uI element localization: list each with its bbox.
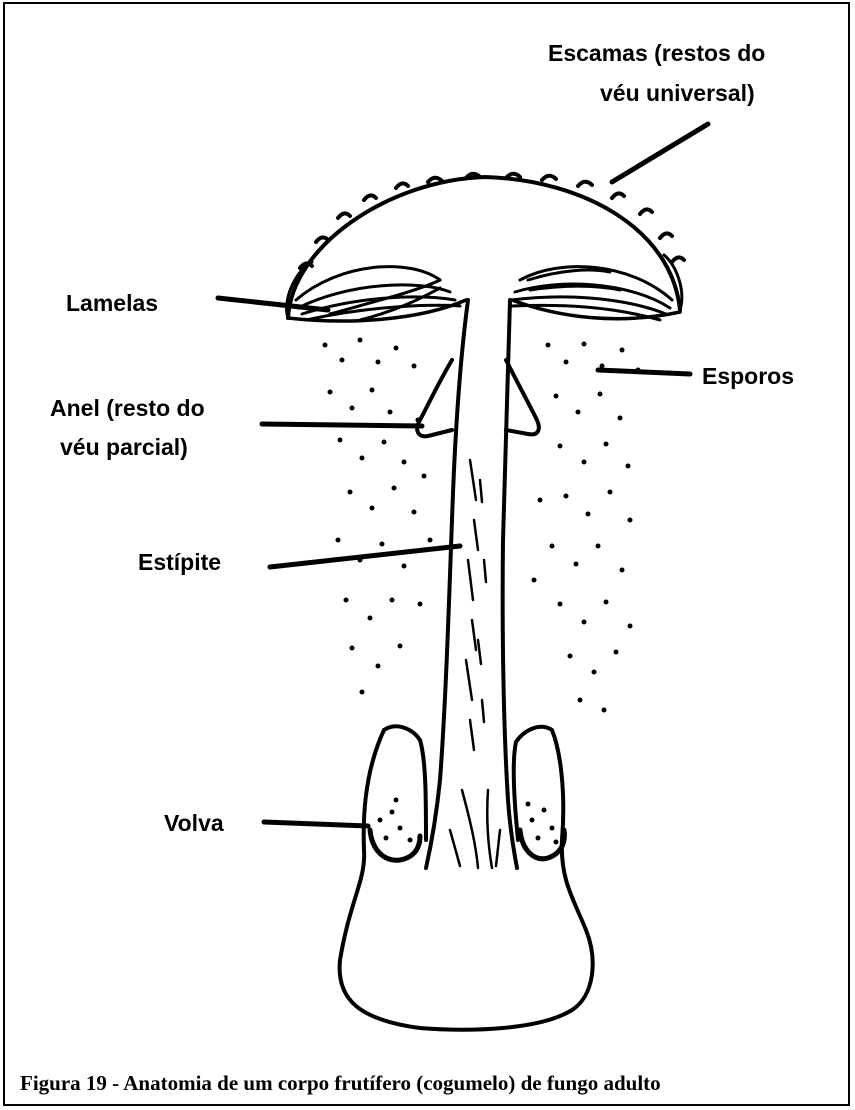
leader-escamas <box>612 124 708 182</box>
label-anel-line1: Anel (resto do <box>50 393 205 423</box>
leader-lamelas <box>218 298 328 310</box>
volva-inner-right <box>520 830 564 859</box>
volva-outline <box>340 726 593 1029</box>
label-esporos: Esporos <box>702 361 794 391</box>
label-escamas-line2: véu universal) <box>600 78 755 108</box>
label-lamelas: Lamelas <box>66 288 158 318</box>
mushroom-cap <box>288 177 680 318</box>
figure-caption: Figura 19 - Anatomia de um corpo frutífe… <box>20 1070 661 1096</box>
leader-estipite <box>270 546 460 567</box>
label-escamas-line1: Escamas (restos do <box>548 38 765 68</box>
right-gills <box>512 267 672 320</box>
volva-inner-left <box>370 830 420 860</box>
leader-volva <box>264 822 368 826</box>
label-anel-line2: véu parcial) <box>60 432 188 462</box>
label-volva: Volva <box>164 808 224 838</box>
leader-anel <box>262 424 422 426</box>
ring-right <box>506 360 539 434</box>
stipe-left-edge <box>426 300 468 868</box>
volva-stipple <box>378 798 559 845</box>
leader-esporos <box>598 370 690 374</box>
label-estipite: Estípite <box>138 547 221 577</box>
stipe-texture <box>450 460 500 868</box>
spores <box>323 338 641 713</box>
